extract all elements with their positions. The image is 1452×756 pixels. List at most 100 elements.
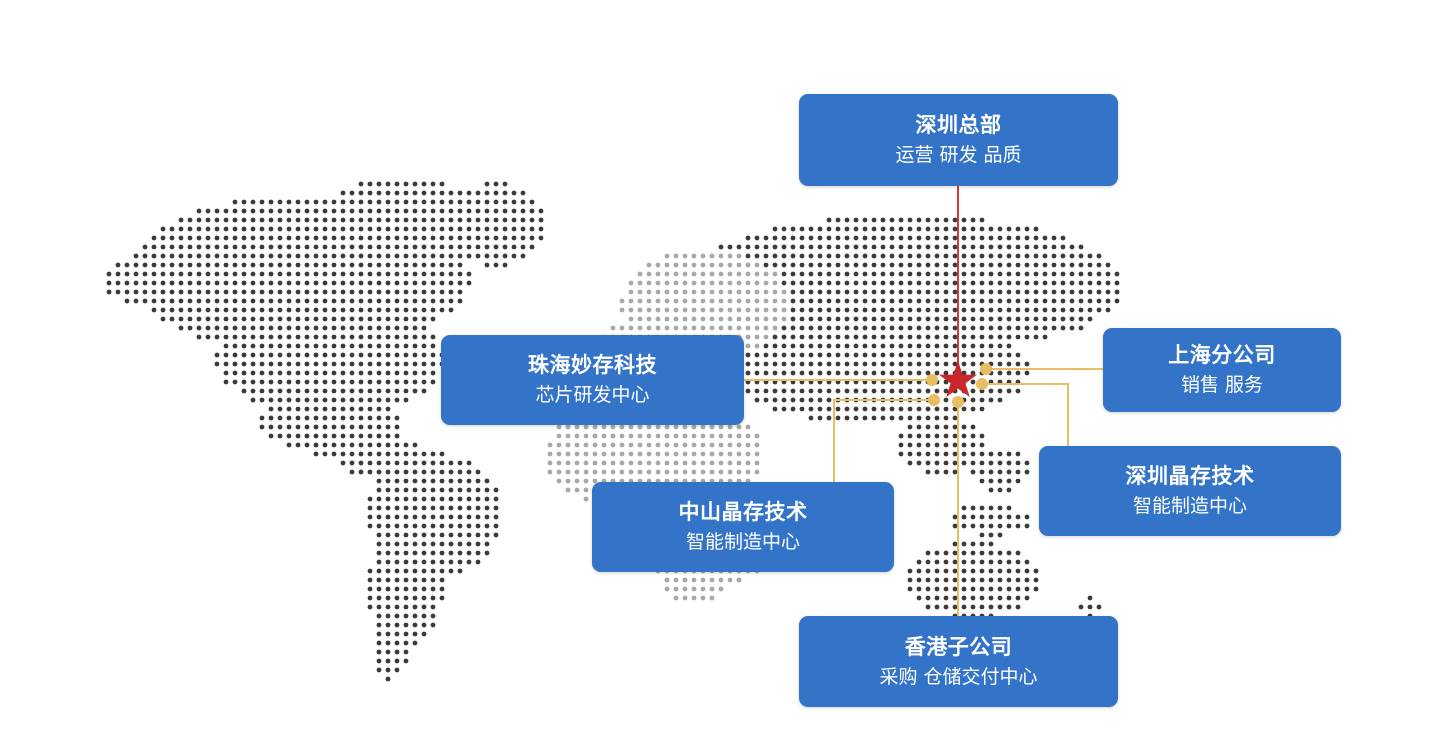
map-dot xyxy=(853,253,859,259)
map-dot xyxy=(1006,262,1012,268)
map-dot xyxy=(178,262,184,268)
map-dot xyxy=(394,469,400,475)
map-dot xyxy=(250,325,256,331)
map-dot xyxy=(385,325,391,331)
map-dot xyxy=(943,217,949,223)
map-dot xyxy=(133,280,139,286)
map-dot xyxy=(268,406,274,412)
map-dot xyxy=(448,460,454,466)
map-dot xyxy=(430,460,436,466)
map-dot xyxy=(637,271,643,277)
map-dot xyxy=(295,316,301,322)
map-dot xyxy=(340,370,346,376)
map-dot xyxy=(376,487,382,493)
map-dot xyxy=(133,253,139,259)
map-dot xyxy=(295,262,301,268)
map-dot xyxy=(376,370,382,376)
map-dot xyxy=(412,226,418,232)
map-dot xyxy=(439,469,445,475)
map-dot xyxy=(115,262,121,268)
map-dot xyxy=(466,217,472,223)
map-dot xyxy=(493,190,499,196)
map-dot xyxy=(223,370,229,376)
map-dot xyxy=(394,208,400,214)
map-dot xyxy=(961,550,967,556)
map-dot xyxy=(277,208,283,214)
map-dot xyxy=(268,289,274,295)
map-dot xyxy=(781,271,787,277)
map-dot xyxy=(394,595,400,601)
map-dot xyxy=(880,307,886,313)
map-dot xyxy=(457,478,463,484)
map-dot xyxy=(772,316,778,322)
map-dot xyxy=(376,298,382,304)
map-dot xyxy=(412,181,418,187)
connector-lines xyxy=(744,186,1103,616)
map-dot xyxy=(997,334,1003,340)
map-dot xyxy=(205,280,211,286)
map-dot xyxy=(421,199,427,205)
map-dot xyxy=(772,253,778,259)
map-dot xyxy=(439,190,445,196)
map-dot xyxy=(808,343,814,349)
map-dot xyxy=(430,199,436,205)
map-dot xyxy=(925,559,931,565)
map-dot xyxy=(646,424,652,430)
map-dot xyxy=(961,505,967,511)
map-dot xyxy=(943,235,949,241)
map-dot xyxy=(322,433,328,439)
map-dot xyxy=(277,397,283,403)
map-dot xyxy=(268,397,274,403)
map-dot xyxy=(745,262,751,268)
map-dot xyxy=(358,298,364,304)
map-dot xyxy=(916,280,922,286)
map-dot xyxy=(934,442,940,448)
map-dot xyxy=(934,280,940,286)
map-dot xyxy=(970,334,976,340)
map-dot xyxy=(736,577,742,583)
map-dot xyxy=(313,253,319,259)
map-dot xyxy=(385,334,391,340)
map-dot xyxy=(421,289,427,295)
map-dot xyxy=(907,361,913,367)
map-dot xyxy=(448,514,454,520)
map-dot xyxy=(169,307,175,313)
map-dot xyxy=(808,334,814,340)
map-dot xyxy=(466,541,472,547)
map-dot xyxy=(457,541,463,547)
map-dot xyxy=(439,460,445,466)
map-dot xyxy=(772,289,778,295)
map-dot xyxy=(1051,298,1057,304)
map-dot xyxy=(1006,604,1012,610)
map-dot xyxy=(457,298,463,304)
map-dot xyxy=(664,460,670,466)
map-dot xyxy=(601,442,607,448)
map-dot xyxy=(295,289,301,295)
map-dot xyxy=(304,226,310,232)
map-dot xyxy=(709,298,715,304)
map-dot xyxy=(214,325,220,331)
map-dot xyxy=(925,334,931,340)
map-dot xyxy=(862,307,868,313)
map-dot xyxy=(961,343,967,349)
shenzhen-hq-title: 深圳总部 xyxy=(915,113,1002,137)
map-dot xyxy=(880,406,886,412)
map-dot xyxy=(268,307,274,313)
map-dot xyxy=(997,343,1003,349)
map-dot xyxy=(394,442,400,448)
map-dot xyxy=(250,397,256,403)
map-dot xyxy=(232,271,238,277)
map-dot xyxy=(313,415,319,421)
map-dot xyxy=(475,487,481,493)
map-dot xyxy=(349,379,355,385)
map-dot xyxy=(709,586,715,592)
map-dot xyxy=(511,244,517,250)
zhuhai-subtitle: 芯片研发中心 xyxy=(535,384,650,406)
map-dot xyxy=(241,361,247,367)
map-dot xyxy=(430,289,436,295)
map-dot xyxy=(1015,298,1021,304)
map-dot xyxy=(178,325,184,331)
map-dot xyxy=(268,199,274,205)
map-dot xyxy=(934,352,940,358)
map-dot xyxy=(457,514,463,520)
